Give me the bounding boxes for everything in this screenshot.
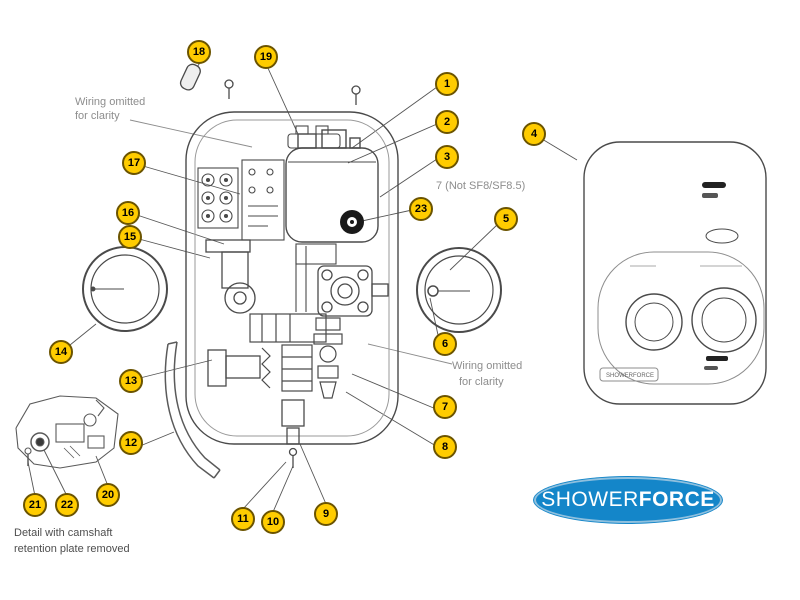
front-cover: SHOWERFORCE xyxy=(583,141,767,405)
callout-12: 12 xyxy=(119,431,143,455)
callout-10: 10 xyxy=(261,510,285,534)
heater-tank xyxy=(285,129,379,243)
cam-wheel xyxy=(205,239,256,314)
callout-3: 3 xyxy=(435,145,459,169)
callout-7: 7 xyxy=(433,395,457,419)
callout-4: 4 xyxy=(522,122,546,146)
note-detail-line2: retention plate removed xyxy=(14,543,130,555)
callout-1: 1 xyxy=(435,72,459,96)
callout-20: 20 xyxy=(96,483,120,507)
thermal-cutout xyxy=(340,210,364,234)
callout-19: 19 xyxy=(254,45,278,69)
callout-18: 18 xyxy=(187,40,211,64)
note-detail-line1: Detail with camshaft xyxy=(14,527,113,539)
callout-17: 17 xyxy=(122,151,146,175)
note-wiring-right-line1: Wiring omitted xyxy=(452,360,523,372)
callout-5: 5 xyxy=(494,207,518,231)
note-wiring-right-line2: for clarity xyxy=(459,376,504,388)
callout-11: 11 xyxy=(231,507,255,531)
logo-text-shower: SHOWER xyxy=(541,488,639,511)
hose xyxy=(164,341,221,479)
right-dial xyxy=(416,247,502,333)
callout-9: 9 xyxy=(314,502,338,526)
mechanism-block xyxy=(249,313,327,392)
pipework xyxy=(295,243,337,312)
callout-23: 23 xyxy=(409,197,433,221)
grommet xyxy=(179,63,201,91)
flow-regulator-stack xyxy=(313,317,343,399)
outlet-elbow xyxy=(207,349,261,387)
callout-6: 6 xyxy=(433,332,457,356)
callout-14: 14 xyxy=(49,340,73,364)
callout-8: 8 xyxy=(433,435,457,459)
callout-13: 13 xyxy=(119,369,143,393)
logo-text-force: FORCE xyxy=(638,488,715,511)
detail-inset xyxy=(15,395,119,469)
callout-2: 2 xyxy=(435,110,459,134)
callout-21: 21 xyxy=(23,493,47,517)
leader-lines xyxy=(27,60,578,513)
left-dial xyxy=(82,246,168,332)
cover-brand-label: SHOWERFORCE xyxy=(606,373,654,379)
bottom-outlet xyxy=(281,399,305,468)
note-leader-lines xyxy=(129,119,453,365)
callout-15: 15 xyxy=(118,225,142,249)
terminal-block xyxy=(197,167,239,229)
pcb xyxy=(241,159,285,241)
callout-16: 16 xyxy=(116,201,140,225)
note-not-sf8: 7 (Not SF8/SF8.5) xyxy=(436,180,526,192)
callout-22: 22 xyxy=(55,493,79,517)
note-wiring-top-line2: for clarity xyxy=(75,110,120,122)
valve-assembly xyxy=(317,265,389,317)
fixing-screws xyxy=(224,79,361,105)
note-wiring-top-line1: Wiring omitted xyxy=(75,96,146,108)
